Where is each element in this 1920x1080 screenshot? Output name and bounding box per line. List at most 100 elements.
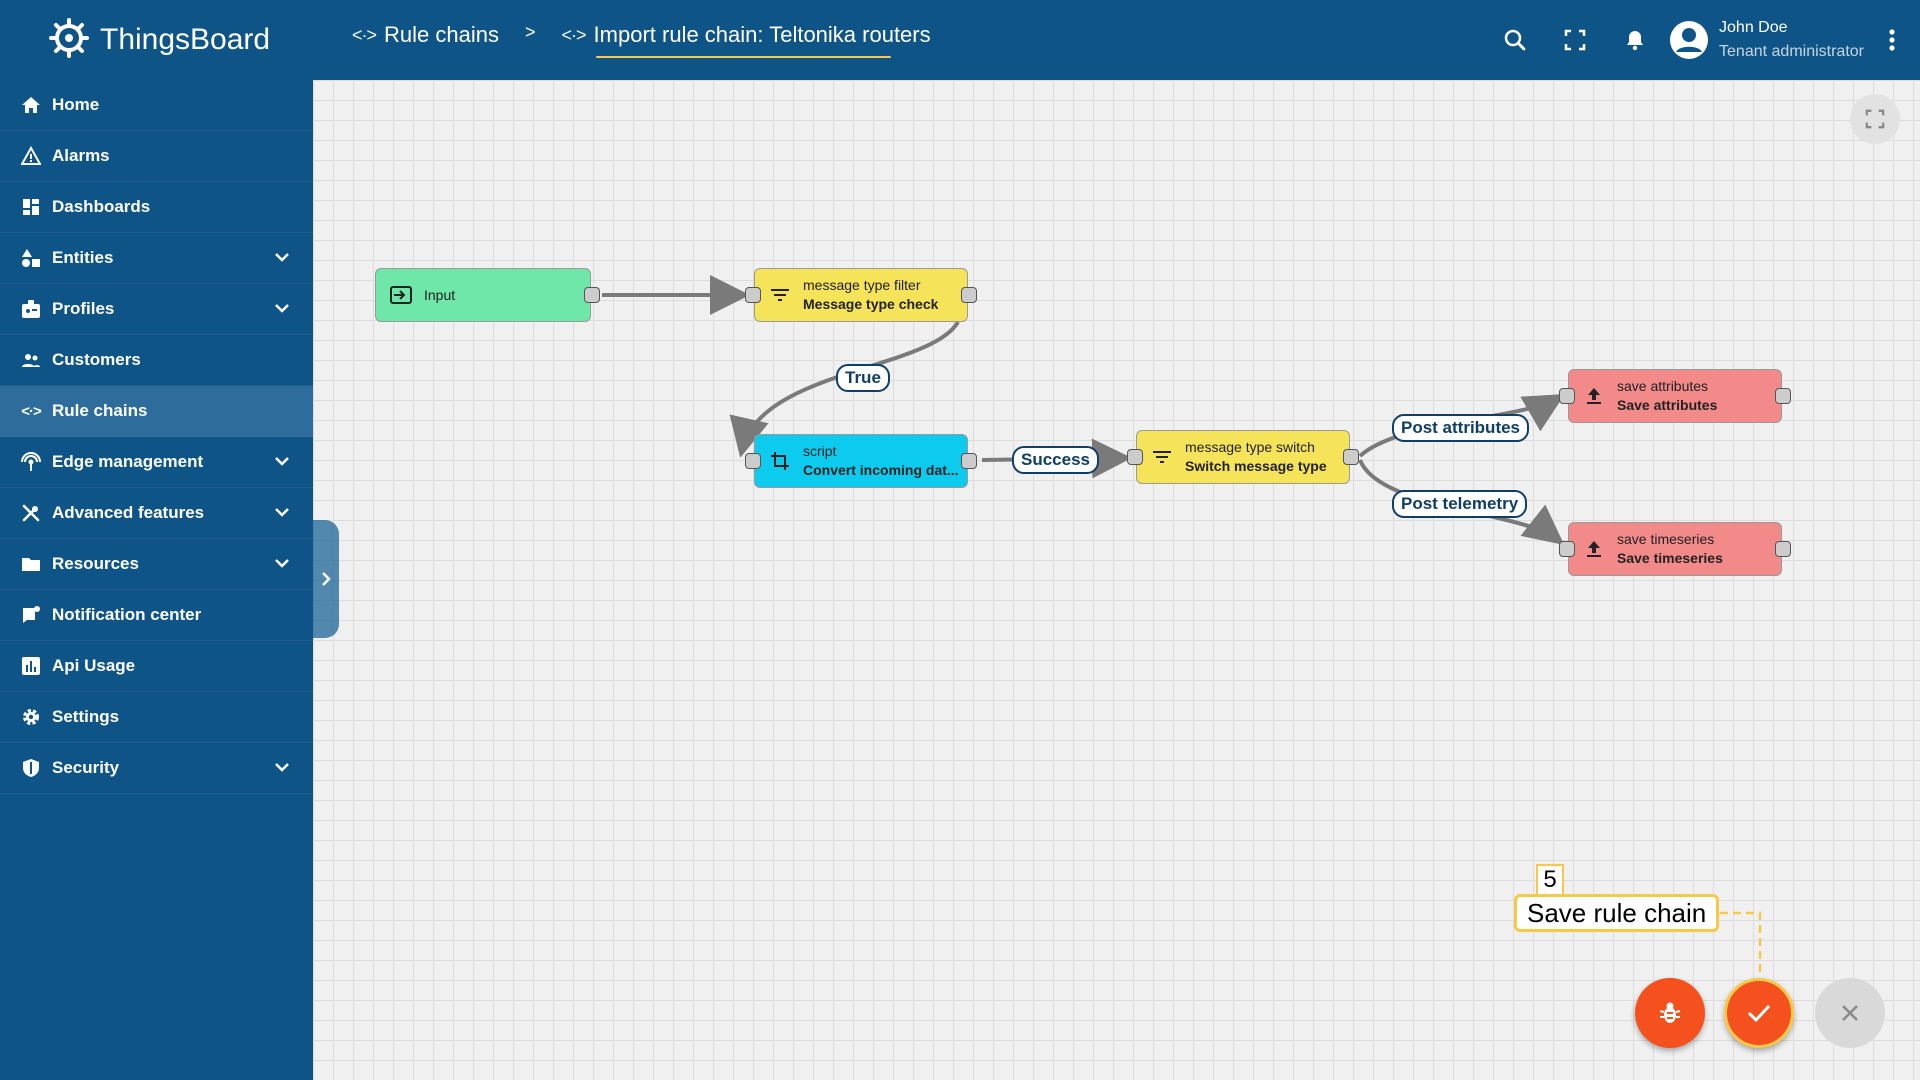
top-actions: John Doe Tenant administrator (1485, 0, 1920, 80)
user-role: Tenant administrator (1719, 43, 1864, 60)
bell-icon (1627, 31, 1644, 51)
user-menu[interactable]: John Doe Tenant administrator (1669, 16, 1864, 64)
account-circle-icon (1670, 21, 1709, 59)
node-message-type-filter[interactable]: message type filter Message type check (745, 268, 977, 322)
check-icon (1747, 1004, 1771, 1023)
input-port[interactable] (745, 453, 761, 469)
sidebar-item-label: Resources (52, 554, 139, 573)
sidebar-library-toggle[interactable] (313, 520, 339, 638)
callout-step-number: 5 (1536, 864, 1564, 896)
folder-icon (20, 553, 42, 575)
sidebar-item-customers[interactable]: Customers (0, 335, 313, 386)
sidebar-item-advanced-features[interactable]: Advanced features (0, 488, 313, 539)
chevron-right-icon (322, 572, 331, 586)
more-menu-button[interactable] (1864, 10, 1920, 70)
node-save-attributes[interactable]: save attributes Save attributes (1559, 369, 1791, 423)
sidebar-item-label: Customers (52, 350, 141, 369)
sidebar-item-notification-center[interactable]: Notification center (0, 590, 313, 641)
chart-icon (20, 655, 42, 677)
sidebar-item-profiles[interactable]: Profiles (0, 284, 313, 335)
output-port[interactable] (1775, 388, 1791, 404)
canvas-fullscreen-button[interactable] (1850, 94, 1900, 144)
shapes-icon (20, 247, 42, 269)
inbox-icon (20, 604, 42, 626)
upload-icon (1583, 385, 1605, 407)
sidebar-item-edge-management[interactable]: Edge management (0, 437, 313, 488)
more-vert-icon (1889, 29, 1895, 51)
chevron-down-icon (273, 503, 291, 526)
people-icon (20, 349, 42, 371)
edge-label-success[interactable]: Success (1012, 446, 1099, 474)
top-bar: ThingsBoard <·> Rule chains > <·> Import… (0, 0, 1920, 80)
save-rule-chain-button[interactable] (1724, 978, 1794, 1048)
edge-label-post-telemetry[interactable]: Post telemetry (1392, 490, 1528, 518)
title-underline (595, 56, 891, 58)
code-arrows-icon: <·> (352, 24, 377, 45)
search-icon (1504, 29, 1526, 51)
input-port[interactable] (1559, 388, 1575, 404)
filter-icon (1151, 446, 1173, 468)
sidebar-item-label: Profiles (52, 299, 115, 318)
sidebar-item-label: Edge management (52, 452, 204, 471)
home-icon (20, 94, 42, 116)
sidebar-item-entities[interactable]: Entities (0, 233, 313, 284)
sidebar: Home Alarms Dashboards Entities Profiles… (0, 80, 313, 1080)
sidebar-item-security[interactable]: Security (0, 743, 313, 794)
input-port[interactable] (745, 287, 761, 303)
sidebar-item-rule-chains[interactable]: <·> Rule chains (0, 386, 313, 437)
node-type: save timeseries (1617, 531, 1715, 547)
code-arrows-icon: <·> (561, 24, 587, 45)
breadcrumb-rule-chains[interactable]: <·> Rule chains (352, 22, 499, 48)
input-port[interactable] (1559, 541, 1575, 557)
badge-icon (20, 298, 42, 320)
sidebar-item-home[interactable]: Home (0, 80, 313, 131)
edge-label-true[interactable]: True (836, 364, 890, 392)
output-port[interactable] (961, 453, 977, 469)
sidebar-item-label: Settings (52, 707, 120, 726)
antenna-icon (20, 451, 42, 473)
input-port[interactable] (1127, 449, 1143, 465)
chevron-down-icon (273, 758, 291, 781)
sidebar-item-resources[interactable]: Resources (0, 539, 313, 590)
notifications-button[interactable] (1605, 10, 1665, 70)
sidebar-item-alarms[interactable]: Alarms (0, 131, 313, 182)
node-input[interactable]: Input (375, 268, 600, 322)
cancel-button[interactable] (1815, 978, 1885, 1048)
fullscreen-button[interactable] (1545, 10, 1605, 70)
app-name: ThingsBoard (100, 22, 271, 56)
output-port[interactable] (584, 287, 600, 303)
search-button[interactable] (1485, 10, 1545, 70)
node-type: script (803, 443, 837, 459)
chevron-down-icon (273, 248, 291, 271)
node-type: message type filter (803, 277, 921, 293)
node-save-timeseries[interactable]: save timeseries Save timeseries (1559, 522, 1791, 576)
output-port[interactable] (961, 287, 977, 303)
sidebar-item-dashboards[interactable]: Dashboards (0, 182, 313, 233)
node-type: save attributes (1617, 378, 1709, 394)
edge-label-post-attributes[interactable]: Post attributes (1392, 414, 1530, 442)
debug-button[interactable] (1635, 978, 1705, 1048)
close-icon (1842, 1005, 1858, 1021)
node-message-type-switch[interactable]: message type switch Switch message type (1127, 430, 1359, 484)
code-arrows-icon: <·> (21, 402, 42, 420)
upload-icon (1583, 538, 1605, 560)
breadcrumb-parent-label: Rule chains (384, 22, 499, 47)
sidebar-item-api-usage[interactable]: Api Usage (0, 641, 313, 692)
app-logo[interactable]: ThingsBoard (46, 14, 270, 65)
node-script[interactable]: script Convert incoming dat... (745, 434, 977, 488)
callout-text: Save rule chain (1514, 894, 1720, 932)
sidebar-item-label: Entities (52, 248, 114, 267)
sidebar-item-label: Alarms (52, 146, 110, 165)
node-type: message type switch (1185, 439, 1315, 455)
sidebar-item-settings[interactable]: Settings (0, 692, 313, 743)
output-port[interactable] (1775, 541, 1791, 557)
sidebar-item-label: Advanced features (52, 503, 205, 522)
output-port[interactable] (1343, 449, 1359, 465)
sidebar-item-label: Dashboards (52, 197, 151, 216)
filter-icon (769, 284, 791, 306)
bug-icon (1659, 1002, 1681, 1023)
chevron-down-icon (273, 452, 291, 475)
breadcrumb-current: <·> Import rule chain: Teltonika routers (561, 22, 931, 58)
fullscreen-icon (1865, 109, 1885, 129)
